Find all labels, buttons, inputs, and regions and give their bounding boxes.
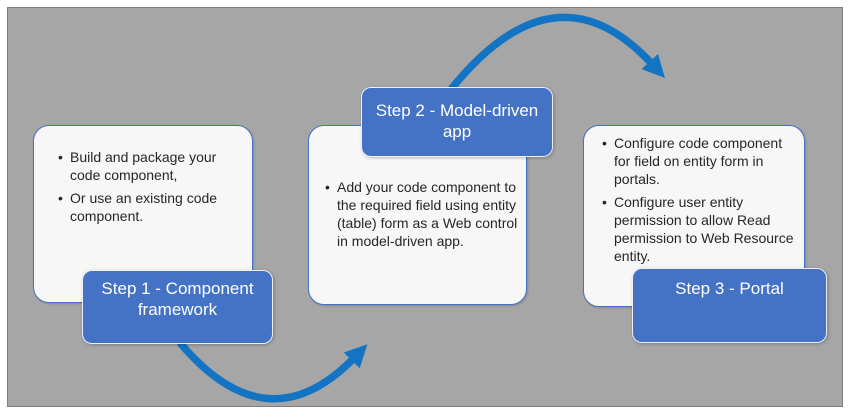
step3-bullet-list: Configure code component for field on en…: [602, 134, 794, 265]
step1-label: Step 1 - Component framework: [82, 270, 273, 344]
bullet-item: Configure code component for field on en…: [602, 134, 794, 188]
bullet-item: Configure user entity permission to allo…: [602, 193, 794, 265]
step2-label: Step 2 - Model-driven app: [361, 87, 553, 157]
step1-bullet-list: Build and package your code component, O…: [58, 148, 240, 225]
bullet-item: Build and package your code component,: [58, 148, 240, 184]
step2-bullet-list: Add your code component to the required …: [325, 178, 518, 250]
bullet-item: Or use an existing code component.: [58, 189, 240, 225]
bullet-item: Add your code component to the required …: [325, 178, 518, 250]
step3-label: Step 3 - Portal: [632, 268, 827, 343]
